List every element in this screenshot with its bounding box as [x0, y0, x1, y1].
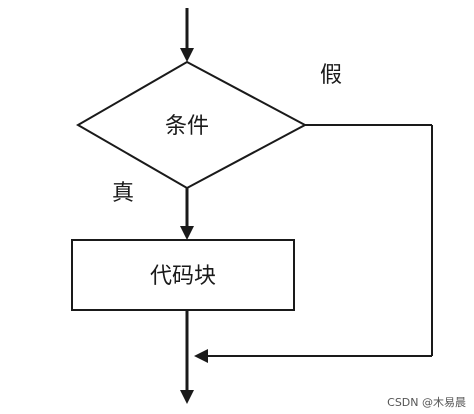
- true-branch-label: 真: [112, 181, 134, 206]
- code-block-box: [71, 239, 295, 311]
- false-branch-label: 假: [320, 63, 342, 88]
- code-block-label: 代码块: [150, 264, 216, 289]
- entry-arrow: [180, 8, 194, 62]
- false-branch-path: [194, 124, 433, 363]
- condition-label: 条件: [165, 114, 209, 139]
- watermark-text: CSDN @木易晨: [387, 396, 466, 409]
- exit-arrow: [180, 310, 194, 404]
- true-branch-arrow: [180, 188, 194, 240]
